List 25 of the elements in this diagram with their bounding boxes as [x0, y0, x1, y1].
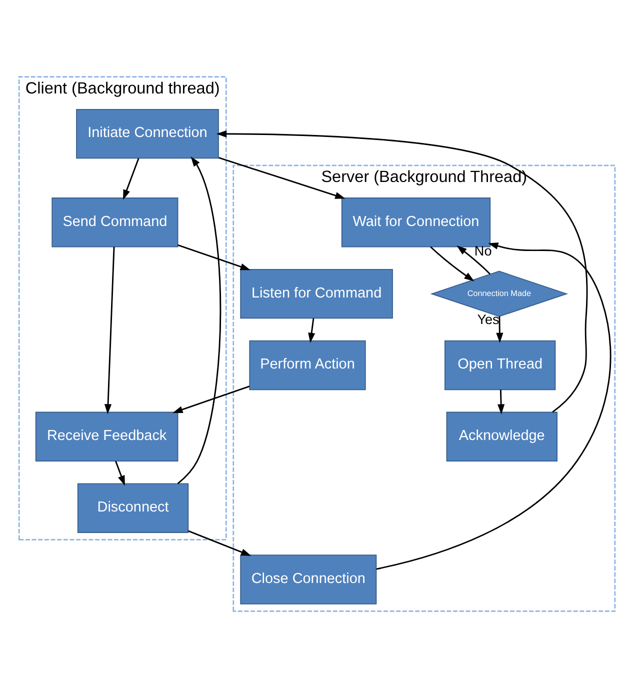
arrow	[115, 460, 125, 486]
node-box: Initiate Connection	[76, 108, 219, 158]
node-box: Perform Action	[249, 340, 366, 390]
node-box: Acknowledge	[446, 411, 558, 462]
node-box: Close Connection	[240, 554, 377, 604]
arrow	[178, 244, 251, 270]
node-box: Open Thread	[444, 340, 556, 390]
arrow	[376, 242, 612, 570]
arrow	[498, 389, 505, 414]
arrow	[188, 530, 252, 556]
node-box: Wait for Connection	[341, 197, 491, 247]
arrow	[218, 156, 346, 198]
node-box: Listen for Command	[240, 268, 393, 318]
arrow	[216, 130, 588, 412]
node-box: Receive Feedback	[35, 411, 178, 462]
arrow	[496, 316, 504, 342]
node-box: Disconnect	[77, 482, 189, 532]
arrow	[123, 158, 140, 200]
arrow	[308, 318, 316, 342]
node-box: Send Command	[52, 197, 178, 247]
arrow	[177, 156, 222, 484]
arrow	[456, 245, 490, 274]
arrow	[104, 246, 115, 414]
arrow	[172, 385, 250, 412]
arrow	[430, 246, 474, 281]
